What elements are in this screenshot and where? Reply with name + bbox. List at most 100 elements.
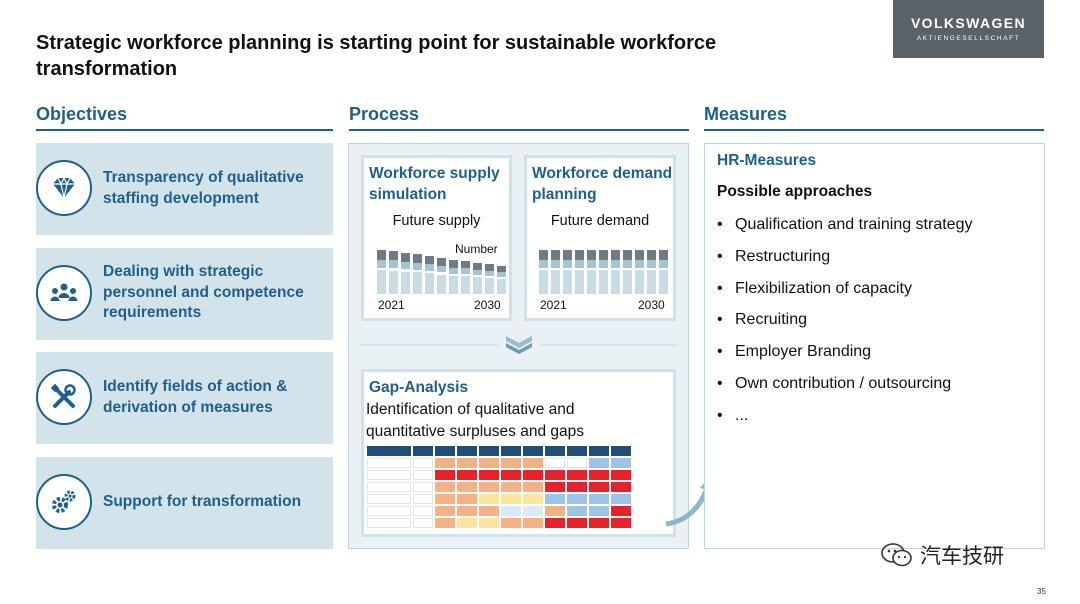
supply-simulation-card: Workforce supply simulation xyxy=(361,155,512,321)
chart-bar xyxy=(599,250,608,294)
heatmap-cell xyxy=(413,482,433,492)
measures-list: •Qualification and training strategy •Re… xyxy=(717,214,972,437)
watermark-text: 汽车技研 xyxy=(920,545,1004,568)
chart-bar xyxy=(485,264,494,294)
logo-brand: VOLKSWAGEN xyxy=(910,15,1027,31)
demand-heading: Workforce demand planning xyxy=(532,165,673,203)
chart-bar xyxy=(611,250,620,294)
chart-bar xyxy=(473,263,482,294)
objectives-heading: Objectives xyxy=(36,104,333,131)
heatmap-cell xyxy=(523,482,543,492)
heatmap-cell xyxy=(611,458,631,468)
heatmap-cell xyxy=(501,482,521,492)
heatmap-cell xyxy=(523,518,543,528)
gap-heatmap xyxy=(367,446,671,532)
diamond-icon xyxy=(36,160,92,216)
chart-bar xyxy=(623,250,632,294)
heatmap-cell xyxy=(589,458,609,468)
heatmap-cell xyxy=(367,446,411,456)
heatmap-cell xyxy=(367,494,411,504)
chart-bar xyxy=(563,250,572,294)
heatmap-cell xyxy=(479,518,499,528)
supply-heading: Workforce supply simulation xyxy=(369,165,500,203)
chart-bar xyxy=(647,250,656,294)
heatmap-cell xyxy=(479,506,499,516)
heatmap-cell xyxy=(501,470,521,480)
gears-icon xyxy=(36,474,92,530)
heatmap-cell xyxy=(611,506,631,516)
heatmap-cell xyxy=(589,518,609,528)
heatmap-cell xyxy=(413,506,433,516)
heatmap-cell xyxy=(479,446,499,456)
gap-description: Identification of qualitative and quanti… xyxy=(366,399,584,443)
supply-chart-title: Future supply xyxy=(392,213,481,229)
gap-heading: Gap-Analysis xyxy=(369,379,469,396)
volkswagen-logo: VOLKSWAGEN AKTIENGESELLSCHAFT xyxy=(893,0,1044,58)
heatmap-cell xyxy=(457,482,477,492)
chart-bar xyxy=(425,256,434,294)
heatmap-cell xyxy=(479,482,499,492)
heatmap-cell xyxy=(479,458,499,468)
heatmap-cell xyxy=(501,494,521,504)
heatmap-cell xyxy=(567,458,587,468)
heatmap-cell xyxy=(501,446,521,456)
heatmap-cell xyxy=(367,518,411,528)
heatmap-cell xyxy=(479,494,499,504)
chart-bar xyxy=(377,250,386,294)
heatmap-cell xyxy=(367,470,411,480)
demand-bar-chart xyxy=(539,250,668,294)
process-heading: Process xyxy=(349,104,689,131)
heatmap-cell xyxy=(567,506,587,516)
heatmap-cell xyxy=(413,446,433,456)
list-item: •Flexibilization of capacity xyxy=(717,279,912,297)
gap-line-2: quantitative surpluses and gaps xyxy=(366,423,585,440)
heatmap-cell xyxy=(545,458,565,468)
heatmap-cell xyxy=(413,518,433,528)
demand-start-year: 2021 xyxy=(540,298,567,312)
list-item: •Qualification and training strategy xyxy=(717,216,973,233)
heatmap-cell xyxy=(367,482,411,492)
heatmap-cell xyxy=(523,506,543,516)
heatmap-cell xyxy=(567,494,587,504)
heatmap-cell xyxy=(413,458,433,468)
heatmap-cell xyxy=(435,470,455,480)
objective-transparency: Transparency of qualitative staffing dev… xyxy=(36,143,333,235)
chart-bar xyxy=(401,253,410,294)
objective-transformation: Support for transformation xyxy=(36,457,333,549)
list-item: •Recruiting xyxy=(717,311,808,329)
heatmap-cell xyxy=(545,470,565,480)
heatmap-cell xyxy=(523,470,543,480)
heatmap-cell xyxy=(501,518,521,528)
heatmap-cell xyxy=(457,458,477,468)
heatmap-cell xyxy=(413,470,433,480)
heatmap-cell xyxy=(567,470,587,480)
heatmap-cell xyxy=(435,506,455,516)
chat-icon xyxy=(881,543,912,567)
chart-bar xyxy=(635,250,644,294)
chart-bar xyxy=(539,250,548,294)
chart-bar xyxy=(587,250,596,294)
heatmap-cell xyxy=(479,470,499,480)
heatmap-cell xyxy=(367,506,411,516)
chart-bar xyxy=(575,250,584,294)
heatmap-cell xyxy=(611,446,631,456)
heatmap-cell xyxy=(567,446,587,456)
heatmap-cell xyxy=(435,482,455,492)
chart-bar xyxy=(389,251,398,294)
demand-planning-card: Workforce demand planning xyxy=(524,155,676,321)
heatmap-cell xyxy=(457,446,477,456)
tools-icon xyxy=(36,369,92,425)
heatmap-cell xyxy=(413,494,433,504)
chart-bar xyxy=(659,250,668,294)
heatmap-cell xyxy=(545,446,565,456)
heatmap-cell xyxy=(457,518,477,528)
heatmap-cell xyxy=(611,494,631,504)
heatmap-cell xyxy=(589,482,609,492)
approaches-heading: Possible approaches xyxy=(717,183,873,200)
heatmap-cell xyxy=(457,494,477,504)
chart-bar xyxy=(449,260,458,294)
objective-personnel: Dealing with strategic personnel and com… xyxy=(36,248,333,340)
heatmap-cell xyxy=(589,446,609,456)
heatmap-cell xyxy=(435,458,455,468)
demand-end-year: 2030 xyxy=(638,298,665,312)
